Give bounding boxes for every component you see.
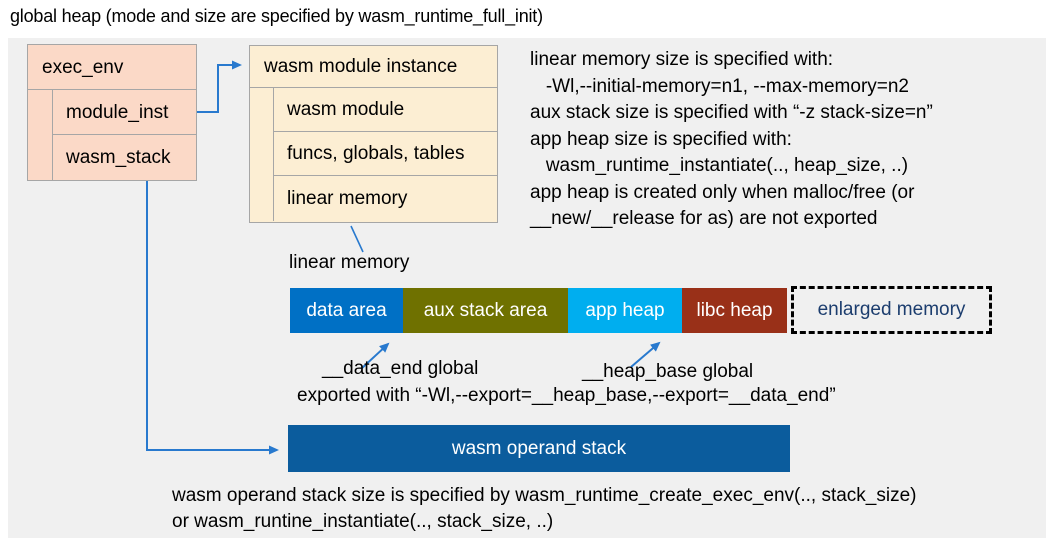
module-instance-row-wasm-module: wasm module [274,88,497,132]
note-line: linear memory size is specified with: [530,49,834,70]
module-instance-header: wasm module instance [250,46,497,88]
footnote-line: or wasm_runtine_instantiate(.., stack_si… [172,511,554,532]
enlarged-memory-box: enlarged memory [791,286,992,334]
linear-memory-label: linear memory [289,252,410,273]
note-line: app heap size is specified with: [530,128,792,150]
module-instance-indent [250,88,274,221]
size-notes: linear memory size is specified with: -W… [530,47,933,233]
exec-env-header: exec_env [28,45,196,90]
exec-env-row-module-inst: module_inst [53,90,196,135]
note-line: aux stack size is specified with “-z sta… [530,102,933,123]
note-line: wasm_runtime_instantiate(.., heap_size, … [530,155,909,176]
operand-stack-bar: wasm operand stack [288,425,790,472]
exec-env-row-wasm-stack: wasm_stack [66,147,171,168]
segment-data-area: data area [290,288,403,333]
footnote-line: wasm operand stack size is specified by … [172,485,917,506]
segment-libc-heap: libc heap [682,288,787,333]
note-line: app heap is created only when malloc/fre… [530,181,915,203]
note-line: -Wl,--initial-memory=n1, --max-memory=n2 [530,75,909,97]
export-flags-note: exported with “-Wl,--export=__heap_base,… [297,385,836,406]
segment-aux-stack-area: aux stack area [403,288,568,333]
exec-env-box: exec_env module_inst wasm_stack [27,44,197,181]
diagram-title: global heap (mode and size are specified… [10,6,543,26]
note-line: __new/__release for as) are not exported [530,208,878,229]
heap-base-global-label: __heap_base global [582,361,754,382]
module-instance-row-linear-memory: linear memory [287,188,408,209]
module-instance-row-funcs-globals-tables: funcs, globals, tables [274,132,497,176]
segment-app-heap: app heap [568,288,682,333]
linear-memory-bar: data area aux stack area app heap libc h… [290,288,787,333]
data-end-global-label: __data_end global [322,358,479,379]
module-instance-box: wasm module instance wasm module funcs, … [249,45,498,223]
operand-stack-footnote: wasm operand stack size is specified by … [172,483,917,535]
exec-env-indent [28,90,53,180]
